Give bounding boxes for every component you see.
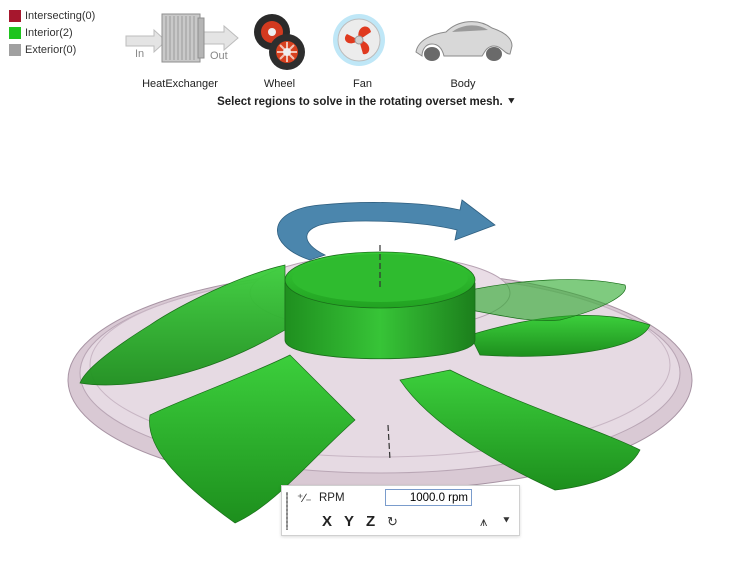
wheel-icon [254,14,305,70]
car-body-icon [415,21,513,61]
ribbon-item-wheel[interactable]: Wheel [242,8,317,93]
ribbon-item-label: Body [450,78,476,90]
in-label: In [135,48,145,60]
ribbon-item-label: Wheel [263,78,296,90]
region-legend: Intersecting(0) Interior(2) Exterior(0) [9,7,95,58]
out-label: Out [210,50,228,62]
ribbon-item-label: Fan [353,78,372,90]
axis-z-button[interactable]: Z [366,513,376,530]
expand-chevron-icon[interactable]: ⯆ [502,515,511,527]
legend-label: Exterior(0) [25,43,77,56]
ribbon-item-body[interactable]: Body [408,8,518,93]
region-type-ribbon: In Out HeatExchanger Wheel F [120,8,540,93]
plus-minus-icon[interactable]: ⁺∕₋ [297,491,312,505]
rpm-label: RPM [319,492,345,504]
drag-handle[interactable] [286,492,288,530]
axis-triad-icon[interactable]: ⩚ [480,514,488,529]
rpm-input[interactable] [385,489,472,506]
interior-swatch [9,26,21,39]
rpm-panel: ⁺∕₋ RPM X Y Z ↻ ⩚ ⯆ [281,485,520,536]
heat-exchanger-icon [125,13,239,63]
legend-item-exterior: Exterior(0) [9,41,95,58]
ribbon-item-fan[interactable]: Fan [325,8,400,93]
3d-viewport[interactable] [0,115,733,573]
exterior-swatch [9,43,21,56]
fan-model [67,199,693,524]
fan-icon [333,14,385,66]
prompt-text: Select regions to solve in the rotating … [217,96,503,108]
intersecting-swatch [9,9,21,22]
legend-item-interior: Interior(2) [9,24,95,41]
ribbon-item-label: HeatExchanger [142,78,218,90]
legend-item-intersecting: Intersecting(0) [9,7,95,24]
axis-y-button[interactable]: Y [344,513,355,530]
legend-label: Intersecting(0) [25,9,96,22]
ribbon-item-heat-exchanger[interactable]: In Out HeatExchanger [120,8,240,93]
selection-prompt: Select regions to solve in the rotating … [0,96,733,109]
expand-chevron-icon[interactable]: ⯆ [506,96,516,108]
reverse-rotation-icon[interactable]: ↻ [387,514,398,529]
legend-label: Interior(2) [25,26,73,39]
axis-x-button[interactable]: X [322,513,333,530]
